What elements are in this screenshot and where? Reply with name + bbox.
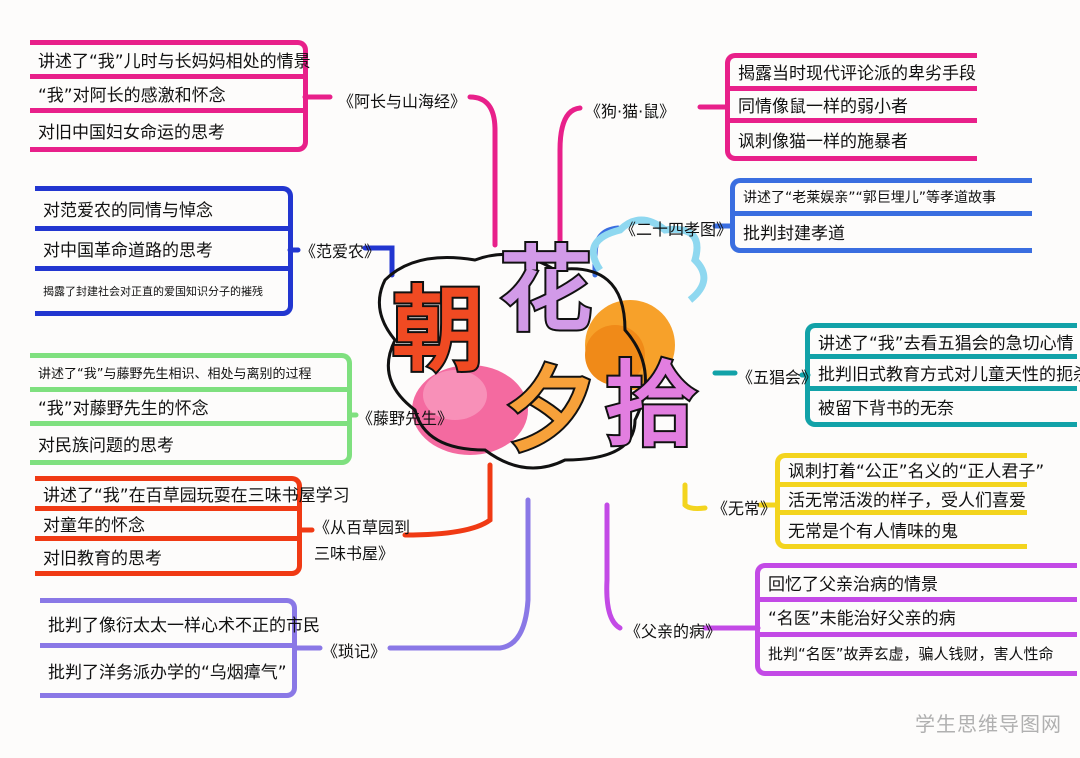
branch-item: 对童年的怀念 [35,511,297,541]
branch-item: 讲述了“我”与藤野先生相识、相处与离别的过程 [30,358,347,392]
branch-item: 对旧中国妇女命运的思考 [38,122,225,143]
branch-item: 对民族问题的思考 [38,435,174,456]
branch-title: 《范爱农》 [300,242,381,261]
branch-item: 讲述了“老莱娱亲”“郭巨埋儿”等孝道故事 [735,183,1032,216]
branch-item: 批判旧式教育方式对儿童天性的扼杀 [810,359,1080,391]
branch-item: 对旧教育的思考 [43,548,162,569]
branch-item: “名医”未能治好父亲的病 [760,602,1077,637]
branch-item: 对范爱农的同情与悼念 [35,191,288,231]
branch-box: 讲述了“我”与藤野先生相识、相处与离别的过程“我”对藤野先生的怀念对民族问题的思… [30,353,352,465]
branch-box: 对范爱农的同情与悼念对中国革命道路的思考揭露了封建社会对正直的爱国知识分子的摧残 [35,186,293,316]
branch-box: 讲述了“我”去看五猖会的急切心情批判旧式教育方式对儿童天性的扼杀被留下背书的无奈 [805,323,1080,427]
branch-title: 《阿长与山海经》 [338,92,467,111]
branch-title: 《二十四孝图》 [620,220,733,239]
watermark: 学生思维导图网 [915,712,1062,736]
branch-item: 被留下背书的无奈 [818,398,954,419]
branch-item: “我”对藤野先生的怀念 [30,392,347,426]
branch-item: 揭露了封建社会对正直的爱国知识分子的摧残 [43,285,263,298]
branch-title: 《父亲的病》 [625,622,722,641]
branch-item: 讽刺像猫一样的施暴者 [738,132,908,153]
branch-box: 批判了像衍太太一样心术不正的市民批判了洋务派办学的“乌烟瘴气” [40,598,320,698]
branch-item: 讲述了“我”去看五猖会的急切心情 [810,328,1077,360]
title-char-1: 朝 [390,277,486,384]
branch-title: 《藤野先生》 [357,409,454,428]
title-char-2: 花 [498,237,594,344]
branch-box: 回忆了父亲治病的情景“名医”未能治好父亲的病批判“名医”故弄玄虚，骗人钱财，害人… [755,563,1077,676]
branch-box: 讲述了“老莱娱亲”“郭巨埋儿”等孝道故事批判封建孝道 [730,178,1032,253]
branch-item: 无常是个有人情味的鬼 [788,522,958,543]
title-char-4: 拾 [603,352,699,459]
branch-item: 批判“名医”故弄玄虚，骗人钱财，害人性命 [768,645,1054,664]
title-char-3: 夕 [503,357,599,464]
branch-item: 同情像鼠一样的弱小者 [730,91,977,124]
branch-item: 揭露当时现代评论派的卑劣手段 [730,58,977,91]
branch-item: 批判了洋务派办学的“乌烟瘴气” [48,663,287,683]
branch-title: 《狗·猫·鼠》 [585,102,676,121]
branch-item: 讲述了“我”儿时与长妈妈相处的情景 [30,45,311,79]
branch-title: 《五猖会》 [737,368,818,387]
branch-box: 揭露当时现代评论派的卑劣手段同情像鼠一样的弱小者讽刺像猫一样的施暴者 [725,53,977,161]
branch-item: 活无常活泼的样子，受人们喜爱 [780,487,1027,516]
branch-box: 讲述了“我”儿时与长妈妈相处的情景“我”对阿长的感激和怀念对旧中国妇女命运的思考 [30,40,311,152]
branch-title: 《无常》 [712,499,777,518]
branch-item: 批判封建孝道 [743,224,845,245]
branch-item: 回忆了父亲治病的情景 [760,568,1077,603]
branch-item: “我”对阿长的感激和怀念 [30,79,303,113]
center-decoration [377,216,708,470]
branch-box: 讽刺打着“公正”名义的“正人君子”活无常活泼的样子，受人们喜爱无常是个有人情味的… [775,453,1044,549]
branch-item: 批判了像衍太太一样心术不正的市民 [40,603,320,648]
branch-title: 《从百草园到三味书屋》 [314,518,411,563]
branch-item: 对中国革命道路的思考 [35,231,288,271]
branch-title: 《琐记》 [322,642,387,661]
branch-box: 讲述了“我”在百草园玩耍在三味书屋学习对童年的怀念对旧教育的思考 [35,476,350,576]
branch-item: 讲述了“我”在百草园玩耍在三味书屋学习 [35,481,350,511]
branch-item: 讽刺打着“公正”名义的“正人君子” [780,458,1044,487]
